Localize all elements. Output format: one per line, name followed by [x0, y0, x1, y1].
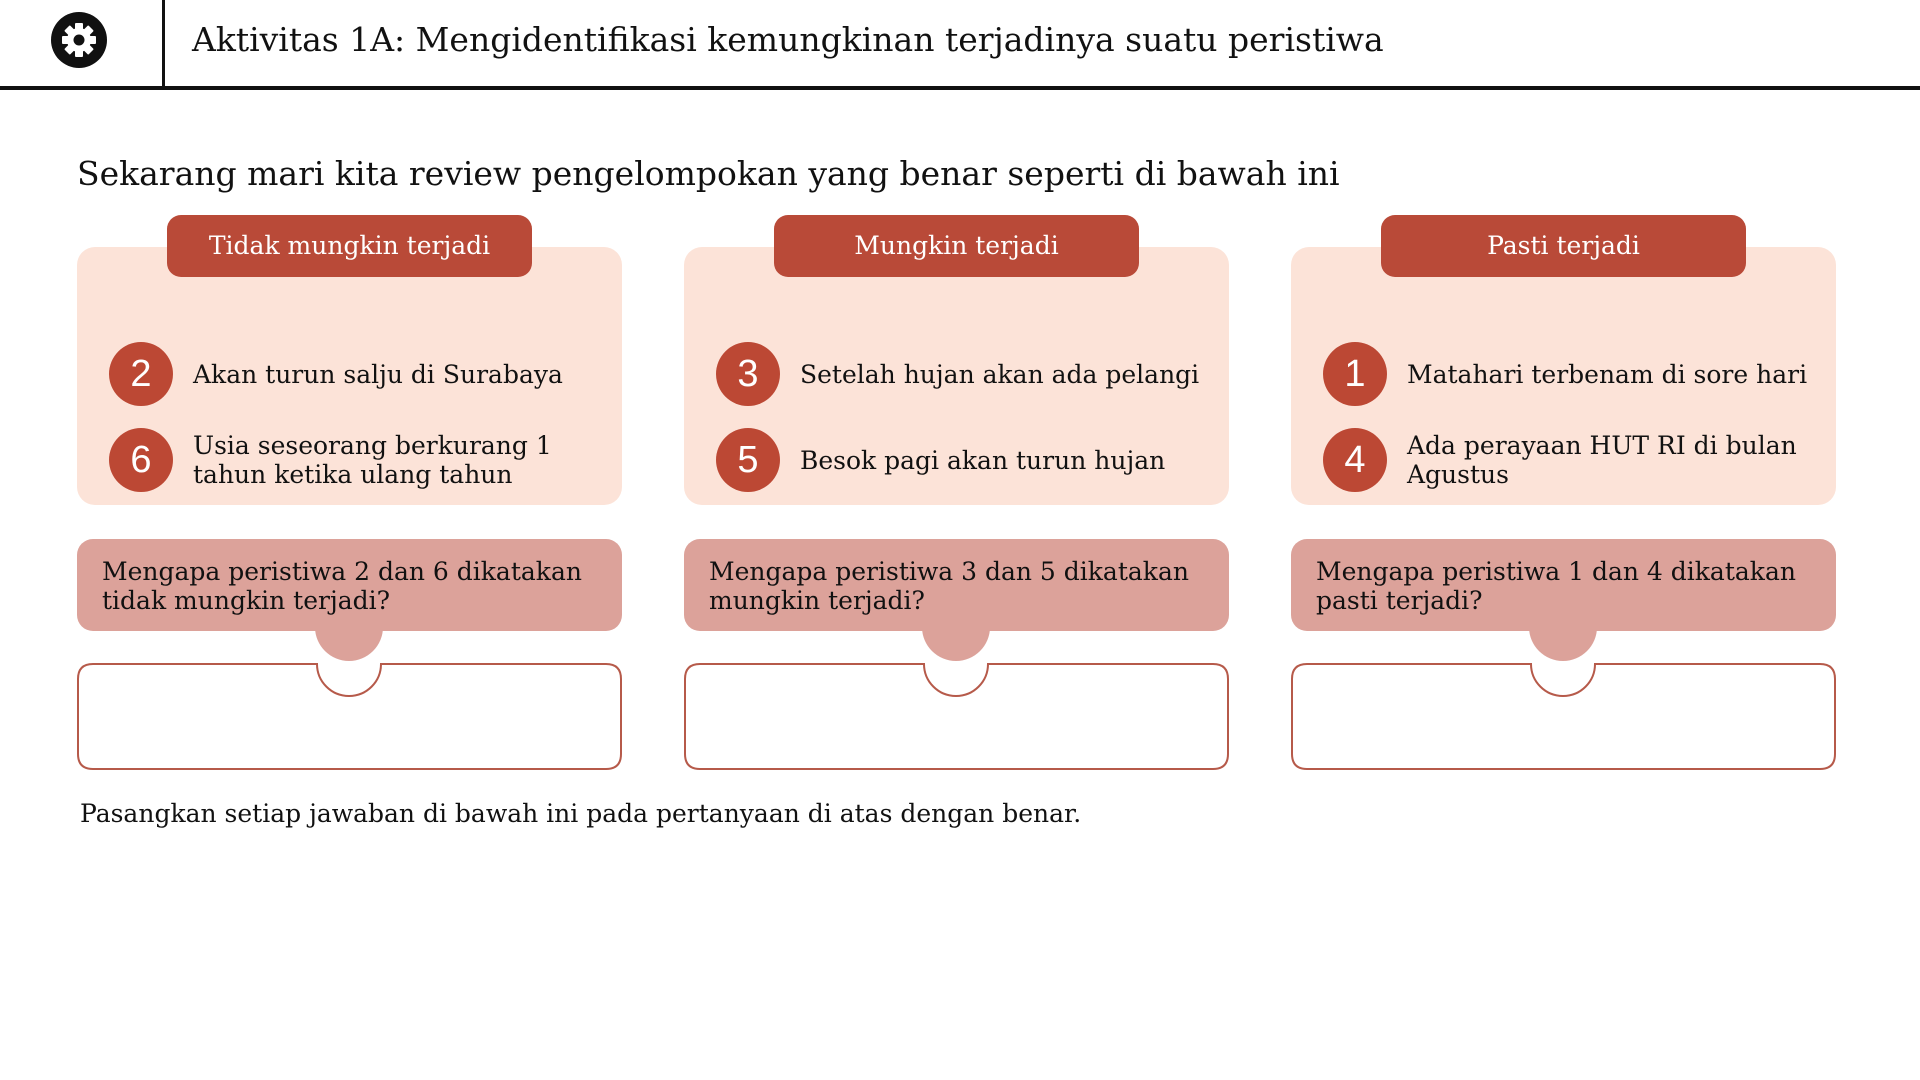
header-divider — [162, 0, 165, 86]
event-item: 5 Besok pagi akan turun hujan — [716, 428, 1216, 492]
event-number-badge: 6 — [109, 428, 173, 492]
question-box: Mengapa peristiwa 1 dan 4 dikatakan past… — [1291, 539, 1836, 631]
question-text: Mengapa peristiwa 3 dan 5 dikatakan mung… — [709, 557, 1189, 615]
answer-drop-zone[interactable] — [1291, 663, 1836, 773]
category-card: 2 Akan turun salju di Surabaya 6 Usia se… — [77, 247, 622, 505]
category-label: Pasti terjadi — [1381, 215, 1746, 277]
event-text: Matahari terbenam di sore hari — [1407, 359, 1808, 389]
event-item: 4 Ada perayaan HUT RI di bulan Agustus — [1323, 428, 1823, 492]
answer-drop-zone[interactable] — [77, 663, 622, 773]
category-card: 1 Matahari terbenam di sore hari 4 Ada p… — [1291, 247, 1836, 505]
category-label: Mungkin terjadi — [774, 215, 1139, 277]
category-column-mungkin: 3 Setelah hujan akan ada pelangi 5 Besok… — [684, 215, 1229, 775]
event-number-badge: 2 — [109, 342, 173, 406]
answer-drop-zone[interactable] — [684, 663, 1229, 773]
event-number-badge: 1 — [1323, 342, 1387, 406]
category-card: 3 Setelah hujan akan ada pelangi 5 Besok… — [684, 247, 1229, 505]
gear-icon[interactable] — [50, 11, 108, 69]
event-number-badge: 4 — [1323, 428, 1387, 492]
event-number-badge: 5 — [716, 428, 780, 492]
category-column-tidak-mungkin: 2 Akan turun salju di Surabaya 6 Usia se… — [77, 215, 622, 775]
instruction-text: Pasangkan setiap jawaban di bawah ini pa… — [80, 799, 1082, 828]
question-box: Mengapa peristiwa 2 dan 6 dikatakan tida… — [77, 539, 622, 631]
event-text: Ada perayaan HUT RI di bulan Agustus — [1407, 431, 1797, 489]
event-item: 3 Setelah hujan akan ada pelangi — [716, 342, 1216, 406]
page-title: Aktivitas 1A: Mengidentifikasi kemungkin… — [192, 20, 1384, 59]
category-label: Tidak mungkin terjadi — [167, 215, 532, 277]
event-text: Setelah hujan akan ada pelangi — [800, 359, 1200, 389]
event-item: 1 Matahari terbenam di sore hari — [1323, 342, 1823, 406]
event-text: Besok pagi akan turun hujan — [800, 445, 1166, 475]
event-text: Akan turun salju di Surabaya — [193, 359, 563, 389]
event-text: Usia seseorang berkurang 1 tahun ketika … — [193, 431, 552, 489]
event-item: 2 Akan turun salju di Surabaya — [109, 342, 609, 406]
header-bar: Aktivitas 1A: Mengidentifikasi kemungkin… — [0, 0, 1920, 90]
question-text: Mengapa peristiwa 1 dan 4 dikatakan past… — [1316, 557, 1796, 615]
event-item: 6 Usia seseorang berkurang 1 tahun ketik… — [109, 428, 609, 492]
event-number-badge: 3 — [716, 342, 780, 406]
category-column-pasti: 1 Matahari terbenam di sore hari 4 Ada p… — [1291, 215, 1836, 775]
intro-text: Sekarang mari kita review pengelompokan … — [77, 154, 1340, 193]
question-box: Mengapa peristiwa 3 dan 5 dikatakan mung… — [684, 539, 1229, 631]
question-text: Mengapa peristiwa 2 dan 6 dikatakan tida… — [102, 557, 582, 615]
